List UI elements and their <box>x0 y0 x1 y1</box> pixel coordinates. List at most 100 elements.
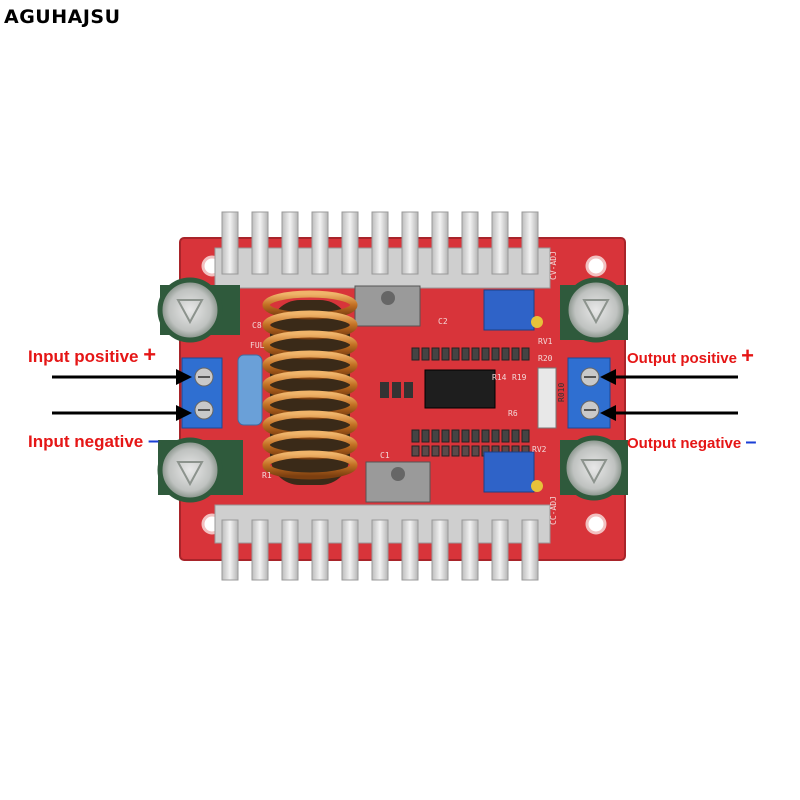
heatsink-fin <box>311 519 329 581</box>
smd-part <box>411 445 420 457</box>
heatsink-fin <box>431 211 449 275</box>
heatsink-fin <box>341 211 359 275</box>
trimmer-cv <box>483 289 535 331</box>
smd-part <box>431 429 440 443</box>
inductor-coil <box>262 290 358 485</box>
mount-hole <box>585 513 607 535</box>
smd-part <box>461 445 470 457</box>
heatsink-fin <box>221 211 239 275</box>
smd-part <box>421 347 430 361</box>
smd-part <box>461 347 470 361</box>
arrow-output-negative <box>600 405 738 421</box>
smd-part <box>461 429 470 443</box>
smd-part <box>451 347 460 361</box>
label-input-positive-text: Input positive <box>28 347 139 366</box>
smd-part <box>411 429 420 443</box>
smd-part <box>441 429 450 443</box>
heatsink-fin <box>431 519 449 581</box>
smd-part <box>392 382 401 398</box>
capacitor-output-top <box>560 277 629 343</box>
smd-part <box>431 347 440 361</box>
silk-rv1: RV1 <box>538 337 553 346</box>
heatsink-fin <box>251 211 269 275</box>
capacitor-input-bottom <box>157 437 243 503</box>
silk-ful: FUL <box>250 341 265 350</box>
heatsink-fin <box>341 519 359 581</box>
bottom-heatsink <box>214 504 551 581</box>
heatsink-fin <box>521 519 539 581</box>
heatsink-fin <box>281 519 299 581</box>
capacitor-output-bottom <box>560 435 628 501</box>
smd-part <box>421 429 430 443</box>
smd-part <box>421 445 430 457</box>
input-terminal-block <box>181 357 223 429</box>
smd-part <box>501 347 510 361</box>
smd-part <box>404 382 413 398</box>
heatsink-fin <box>221 519 239 581</box>
smd-part <box>441 445 450 457</box>
arrow-output-positive <box>600 369 738 385</box>
arrow-input-negative <box>52 405 192 421</box>
smd-part <box>511 347 520 361</box>
mount-hole <box>585 255 607 277</box>
smd-part <box>521 347 530 361</box>
brand-watermark: AGUHAJSU <box>4 6 121 28</box>
smd-part <box>481 347 490 361</box>
capacitor-input-top <box>157 277 240 343</box>
smd-part <box>411 347 420 361</box>
label-input-positive: Input positive + <box>28 342 156 368</box>
smd-part <box>491 347 500 361</box>
smd-part <box>471 347 480 361</box>
silk-cv-adj: CV-ADJ <box>549 251 558 280</box>
heatsink-fin <box>371 211 389 275</box>
silk-rv2: RV2 <box>532 445 547 454</box>
smd-part <box>521 429 530 443</box>
heatsink-fin <box>491 211 509 275</box>
svg-text:R010: R010 <box>557 383 566 402</box>
control-ic <box>424 369 496 409</box>
heatsink-fin <box>401 519 419 581</box>
heatsink-fin <box>401 211 419 275</box>
heatsink-fin <box>491 519 509 581</box>
arrow-input-positive <box>52 369 192 385</box>
label-output-positive: Output positive + <box>627 343 754 369</box>
label-input-negative: Input negative – <box>28 430 159 453</box>
output-terminal-block <box>567 357 611 429</box>
smd-part <box>471 445 480 457</box>
plus-sign-icon: + <box>143 342 157 367</box>
label-input-negative-text: Input negative <box>28 432 144 451</box>
smd-part <box>451 445 460 457</box>
heatsink-fin <box>371 519 389 581</box>
heatsink-fin <box>461 211 479 275</box>
top-heatsink <box>214 211 551 289</box>
smd-part <box>491 429 500 443</box>
silk-c8: C8 <box>252 321 262 330</box>
heatsink-fin <box>461 519 479 581</box>
silk-cc-adj: CC-ADJ <box>549 496 558 525</box>
heatsink-fin <box>311 211 329 275</box>
heatsink-fin <box>281 211 299 275</box>
smd-part <box>441 347 450 361</box>
shunt-resistor <box>537 367 557 429</box>
smd-part <box>451 429 460 443</box>
fuse <box>237 354 263 426</box>
label-output-positive-text: Output positive <box>627 350 737 367</box>
label-output-negative: Output negative – <box>627 431 756 454</box>
smd-part <box>471 429 480 443</box>
silk-r20: R20 <box>538 354 553 363</box>
minus-sign-icon: – <box>745 431 757 453</box>
silk-c1: C1 <box>380 451 390 460</box>
minus-sign-icon: – <box>147 430 160 452</box>
heatsink-fin <box>251 519 269 581</box>
plus-sign-icon: + <box>741 343 755 368</box>
smd-part <box>431 445 440 457</box>
silk-r19: R19 <box>512 373 527 382</box>
silk-r6: R6 <box>508 409 518 418</box>
silk-c2: C2 <box>438 317 448 326</box>
silk-r14: R14 <box>492 373 507 382</box>
label-output-negative-text: Output negative <box>627 435 742 452</box>
smd-part <box>501 429 510 443</box>
coil-turn <box>262 450 358 480</box>
smd-part <box>481 429 490 443</box>
